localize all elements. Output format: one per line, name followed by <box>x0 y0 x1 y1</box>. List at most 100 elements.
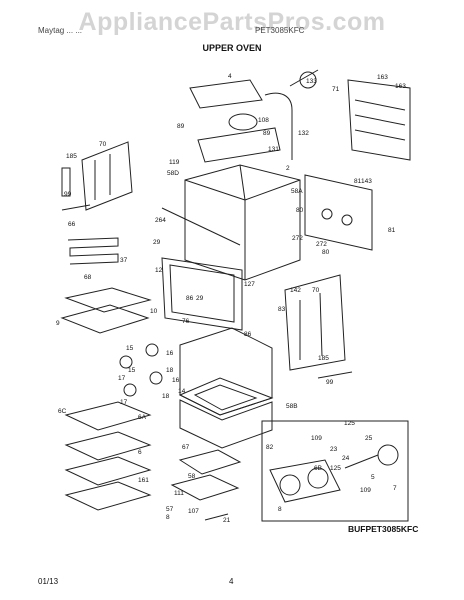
light-socket-upper <box>119 355 133 369</box>
oven-rack-6A <box>64 431 152 461</box>
part-label: 58B <box>286 403 298 410</box>
part-label: 109 <box>360 487 371 494</box>
part-label: 185 <box>66 153 77 160</box>
part-label: 29 <box>153 239 161 246</box>
part-label: 80 <box>296 207 304 214</box>
part-label: 58D <box>167 170 179 177</box>
part-label: 68 <box>84 274 92 281</box>
part-label: 99 <box>64 191 72 198</box>
part-label: 99 <box>326 379 334 386</box>
part-label: 127 <box>244 281 255 288</box>
part-label: 185 <box>318 355 329 362</box>
part-label: 6B <box>314 465 322 472</box>
bracket-99 <box>61 204 91 211</box>
footer-page-number: 4 <box>229 577 234 586</box>
part-label: 83 <box>278 306 286 313</box>
part-label: 125 <box>344 420 355 427</box>
part-label: 9 <box>56 320 60 327</box>
oven-rack-6B <box>64 481 152 511</box>
part-label: 89 <box>263 130 271 137</box>
part-label: 10 <box>150 308 158 315</box>
base-82 <box>179 399 273 449</box>
part-label: 16 <box>166 350 174 357</box>
inset-drawing-code: BUFPET3085KFC <box>348 524 419 534</box>
door-trim-264 <box>161 207 241 246</box>
part-label: 131 <box>268 146 279 153</box>
part-label: 18 <box>166 367 174 374</box>
header-model-code: PET3085KFC <box>255 26 305 35</box>
part-label: 108 <box>258 117 269 124</box>
part-label: 8 <box>166 514 170 521</box>
part-label: 70 <box>312 287 320 294</box>
door-gasket-frame <box>161 257 243 331</box>
part-label: 109 <box>311 435 322 442</box>
light-socket-lower <box>123 383 137 397</box>
part-label: 81 <box>388 227 396 234</box>
part-label: 86 <box>186 295 194 302</box>
part-label: 5 <box>371 474 375 481</box>
part-label: 12 <box>155 267 163 274</box>
header-model-text: Maytag ... ... <box>38 26 83 35</box>
part-label: 272 <box>316 241 327 248</box>
part-label: 163 <box>377 74 388 81</box>
part-label: 86 <box>244 331 252 338</box>
part-label: 67 <box>182 444 190 451</box>
part-label: 161 <box>138 477 149 484</box>
direction-arrow <box>289 69 319 87</box>
bracket-185 <box>61 167 71 197</box>
part-label: 70 <box>99 141 107 148</box>
part-label: 17 <box>118 375 126 382</box>
part-label: 14 <box>178 388 186 395</box>
part-label: 163 <box>395 83 406 90</box>
part-label: 6 <box>138 449 142 456</box>
left-side-panel <box>81 141 133 211</box>
part-label: 2 <box>286 165 290 172</box>
part-label: 125 <box>330 465 341 472</box>
convection-fan <box>228 113 258 131</box>
part-label: 66 <box>68 221 76 228</box>
top-vent-panel <box>189 79 263 109</box>
part-label: 111 <box>174 490 184 497</box>
part-label: 71 <box>332 86 340 93</box>
right-rear-panel <box>304 174 373 251</box>
bracket-99-lower <box>317 371 353 379</box>
part-label: 6A <box>138 414 147 421</box>
footer-date: 01/13 <box>38 577 59 586</box>
broil-pan <box>60 304 150 334</box>
part-label: 21 <box>223 517 231 524</box>
part-label: 8 <box>278 506 282 513</box>
part-label: 272 <box>292 235 303 242</box>
part-label: 17 <box>120 399 128 406</box>
part-label: 58 <box>188 473 196 480</box>
hidden-bake-element <box>178 449 242 475</box>
part-label: 264 <box>155 217 166 224</box>
part-label: 25 <box>365 435 373 442</box>
part-label: 58A <box>291 188 303 195</box>
part-label: 15 <box>128 367 136 374</box>
part-label: 133 <box>306 78 317 85</box>
part-label: 37 <box>120 257 128 264</box>
rod-8 <box>204 513 229 521</box>
part-label: 57 <box>166 506 174 513</box>
part-label: 143 <box>361 178 372 185</box>
watermark: AppliancePartsPros.com <box>78 8 386 36</box>
callout-circle-133 <box>299 71 317 89</box>
top-duct <box>197 127 281 163</box>
inset-fan-housing <box>269 459 341 503</box>
part-label: 107 <box>188 508 199 515</box>
right-side-panel <box>284 274 346 371</box>
part-label: 81 <box>354 178 362 185</box>
part-label: 142 <box>290 287 301 294</box>
rear-back-panel <box>347 79 411 161</box>
part-label: 76 <box>182 318 190 325</box>
wire-tube <box>264 92 293 160</box>
part-label: 23 <box>330 446 338 453</box>
oven-rack-6 <box>64 456 152 486</box>
part-label: 15 <box>126 345 134 352</box>
section-title: UPPER OVEN <box>202 43 262 53</box>
element-cover-58 <box>170 474 240 501</box>
part-label: 119 <box>169 159 180 166</box>
part-label: 16 <box>172 377 180 384</box>
part-label: 82 <box>266 444 274 451</box>
